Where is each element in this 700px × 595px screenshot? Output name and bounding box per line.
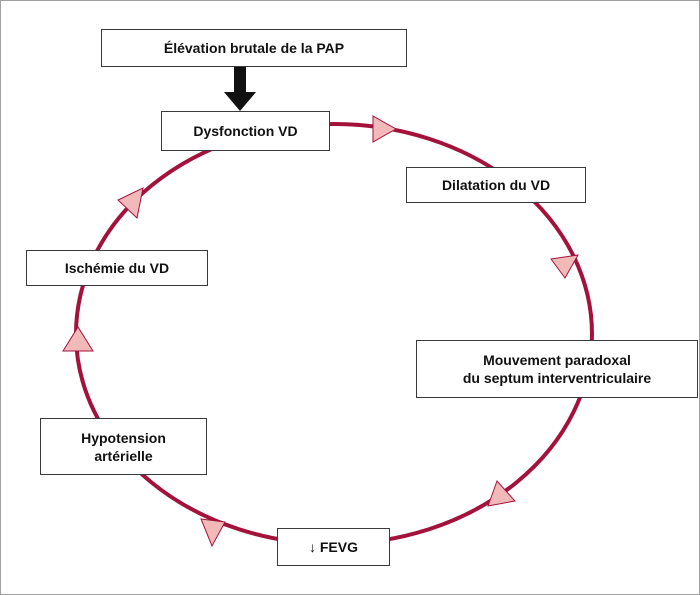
trigger-box: Élévation brutale de la PAP <box>101 29 407 67</box>
cycle-arrow-6 <box>117 187 144 219</box>
cycle-arrow-1 <box>372 115 398 143</box>
cycle-arrow-2 <box>550 254 579 279</box>
node-label: ↓ FEVG <box>308 539 358 555</box>
cycle-arrow-5 <box>62 326 94 352</box>
node-label: Ischémie du VD <box>64 260 170 276</box>
node-label: Dilatation du VD <box>441 177 551 193</box>
node-label: Hypotension artérielle <box>81 429 166 464</box>
node-fevg: ↓ FEVG <box>277 528 390 566</box>
node-mouvement-paradoxal: Mouvement paradoxal du septum interventr… <box>416 340 698 398</box>
node-ischemie-vd: Ischémie du VD <box>26 250 208 286</box>
cycle-arrow-4 <box>200 518 226 548</box>
node-hypotension: Hypotension artérielle <box>40 418 207 475</box>
node-dysfonction-vd: Dysfonction VD <box>161 111 330 151</box>
node-label: Dysfonction VD <box>193 123 298 139</box>
trigger-label: Élévation brutale de la PAP <box>163 40 345 56</box>
node-dilatation-vd: Dilatation du VD <box>406 167 586 203</box>
node-label: Mouvement paradoxal du septum interventr… <box>462 352 652 386</box>
cycle-arrow-3 <box>487 480 516 507</box>
trigger-arrow <box>224 67 256 111</box>
